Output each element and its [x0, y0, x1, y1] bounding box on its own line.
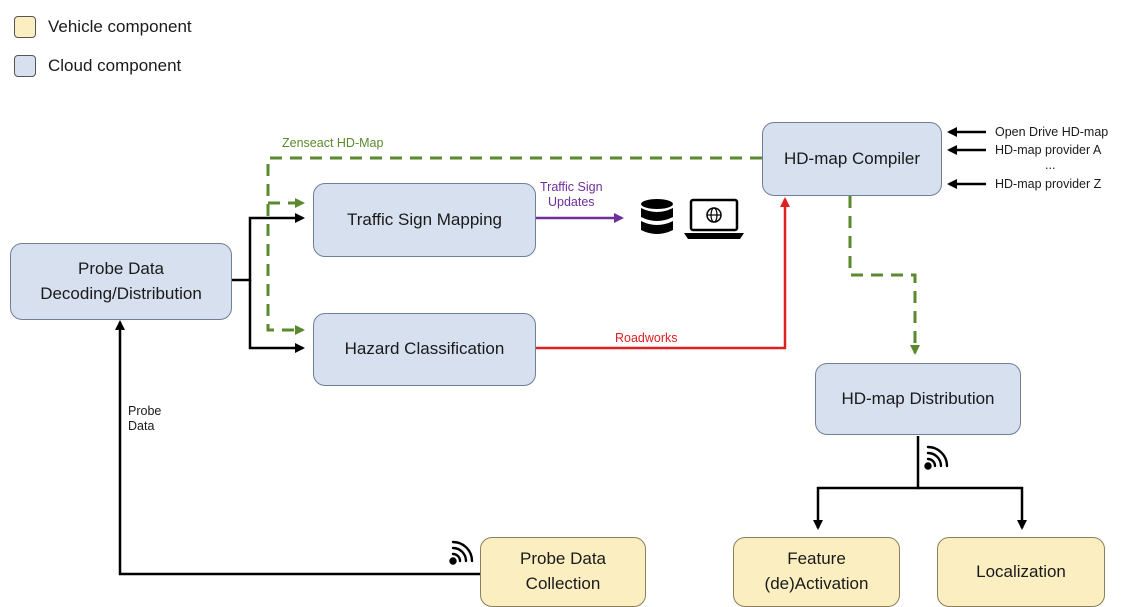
source-ellipsis-label: ...: [1045, 158, 1056, 172]
roadworks-link: [536, 197, 790, 350]
localization-node: Localization: [937, 537, 1105, 607]
feature-activation-node: Feature (de)Activation: [733, 537, 900, 607]
legend-vehicle: Vehicle component: [14, 16, 192, 38]
probe-data-uplink: [115, 320, 480, 576]
legend-cloud-swatch: [14, 55, 36, 77]
legend-vehicle-swatch: [14, 16, 36, 38]
traffic-sign-mapping-node: Traffic Sign Mapping: [313, 183, 536, 257]
hd-map-feedback-link: [266, 156, 762, 335]
probe-collection-node: Probe Data Collection: [480, 537, 646, 607]
legend-vehicle-label: Vehicle component: [48, 17, 192, 36]
source-provider-z-label: HD-map provider Z: [995, 177, 1102, 191]
wireless-signal-icon: [449, 540, 474, 565]
compiler-to-distribution-link: [848, 196, 920, 355]
hd-map-compiler-node: HD-map Compiler: [762, 122, 942, 196]
distribution-to-localization-link: [918, 486, 1027, 530]
zenseact-hd-map-label: Zenseact HD-Map: [282, 136, 384, 150]
hazard-classification-node: Hazard Classification: [313, 313, 536, 386]
hd-map-distribution-node: HD-map Distribution: [815, 363, 1021, 435]
source-open-drive-label: Open Drive HD-map: [995, 125, 1109, 139]
decoding-to-traffic-sign-link: [232, 213, 305, 282]
probe-data-label: Probe Data: [128, 404, 162, 433]
distribution-to-vehicle-link: [813, 436, 920, 530]
roadworks-label: Roadworks: [615, 331, 678, 345]
laptop-globe-icon: [684, 198, 744, 239]
traffic-sign-updates-label: Traffic Sign Updates: [540, 180, 603, 209]
legend-cloud-label: Cloud component: [48, 56, 182, 75]
source-provider-a-label: HD-map provider A: [995, 143, 1102, 157]
wireless-signal-icon: [924, 445, 949, 470]
decoding-to-hazard-link: [248, 280, 305, 353]
probe-decoding-node: Probe Data Decoding/Distribution: [10, 243, 232, 320]
database-icon: [641, 199, 673, 234]
legend-cloud: Cloud component: [14, 55, 181, 77]
